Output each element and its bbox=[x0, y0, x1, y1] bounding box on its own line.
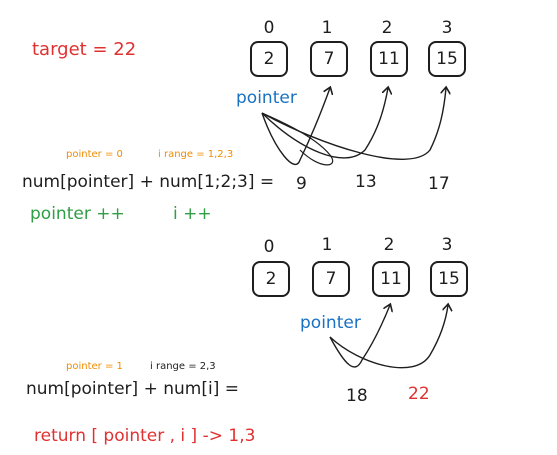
pointer-note: pointer = 1 bbox=[66, 361, 123, 372]
pointer-label: pointer bbox=[300, 313, 361, 333]
arrow-pointer-to-11 bbox=[261, 88, 388, 159]
pointer-label: pointer bbox=[236, 88, 297, 108]
index-label: 2 bbox=[383, 235, 395, 255]
array-cell: 11 bbox=[372, 261, 410, 297]
array-cell: 7 bbox=[312, 261, 350, 297]
array-cell-value: 2 bbox=[263, 49, 275, 69]
result-value: 13 bbox=[355, 172, 377, 192]
result-value-answer: 22 bbox=[408, 384, 430, 404]
target-label: target = 22 bbox=[32, 39, 137, 60]
pointer-note: pointer = 0 bbox=[66, 149, 123, 160]
array-cell: 7 bbox=[310, 41, 348, 77]
array-cell-value: 15 bbox=[438, 269, 460, 289]
array-cell: 2 bbox=[250, 41, 288, 77]
expression-2: num[pointer] + num[i] = bbox=[26, 379, 239, 399]
array-cell-value: 11 bbox=[378, 49, 400, 69]
result-value: 18 bbox=[346, 386, 368, 406]
step-pointer: pointer ++ bbox=[30, 204, 125, 224]
array-cell-value: 2 bbox=[265, 269, 277, 289]
result-value: 9 bbox=[296, 174, 307, 194]
index-label: 0 bbox=[263, 237, 275, 257]
array-cell: 11 bbox=[370, 41, 408, 77]
arrow-pointer-to-15 bbox=[261, 88, 446, 160]
result-value: 17 bbox=[428, 174, 450, 194]
array-cell-value: 7 bbox=[325, 269, 337, 289]
array-cell-value: 7 bbox=[323, 49, 335, 69]
expression-1: num[pointer] + num[1;2;3] = bbox=[22, 172, 275, 192]
index-label: 2 bbox=[381, 18, 393, 38]
array-cell: 15 bbox=[430, 261, 468, 297]
return-statement: return [ pointer , i ] -> 1,3 bbox=[34, 426, 256, 446]
index-label: 1 bbox=[321, 18, 333, 38]
arrow-pointer2-to-15 bbox=[329, 305, 448, 369]
range-note: i range = 1,2,3 bbox=[158, 149, 234, 160]
array-cell: 15 bbox=[428, 41, 466, 77]
range-note: i range = 2,3 bbox=[150, 361, 216, 372]
index-label: 0 bbox=[263, 18, 275, 38]
arrow-pointer2-to-11 bbox=[329, 305, 390, 368]
arrow-loop-extra bbox=[261, 112, 334, 166]
arrow-pointer-to-7 bbox=[261, 88, 330, 166]
index-label: 1 bbox=[321, 235, 333, 255]
index-label: 3 bbox=[441, 235, 453, 255]
step-i: i ++ bbox=[173, 204, 212, 224]
array-cell-value: 11 bbox=[380, 269, 402, 289]
array-cell-value: 15 bbox=[436, 49, 458, 69]
index-label: 3 bbox=[441, 18, 453, 38]
array-cell: 2 bbox=[252, 261, 290, 297]
